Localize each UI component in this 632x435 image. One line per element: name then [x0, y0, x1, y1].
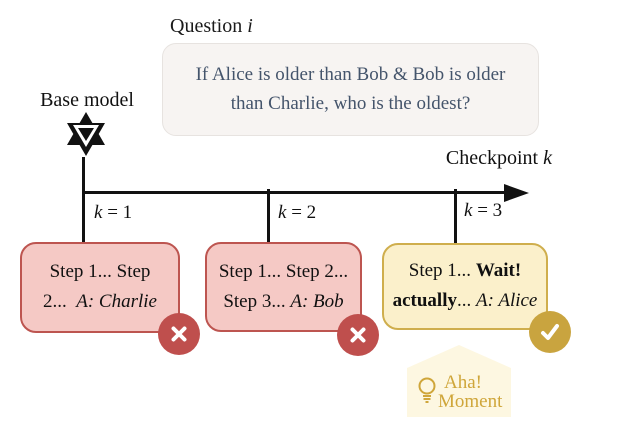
- base-model-label: Base model: [40, 89, 134, 111]
- model-logo-icon: [63, 111, 109, 157]
- cross-icon: [171, 326, 187, 342]
- response-line: actually... A: Alice: [392, 290, 538, 311]
- tick-label-k3: k = 3: [464, 200, 503, 221]
- response-box-k3: Step 1... Wait! actually... A: Alice: [382, 243, 548, 330]
- lightbulb-icon: [416, 376, 438, 411]
- question-box: If Alice is older than Bob & Bob is olde…: [162, 43, 539, 136]
- question-text-line2: than Charlie, who is the oldest?: [230, 92, 471, 114]
- check-icon: [541, 324, 559, 340]
- response-line: Step 3... A: Bob: [223, 290, 344, 312]
- tick-k2-connector: [267, 189, 270, 242]
- aha-moment-callout: Aha! Moment: [407, 345, 511, 417]
- actually-highlight: actually: [392, 290, 457, 311]
- answer-text: A: Bob: [290, 290, 344, 312]
- tick-label-k2: k = 2: [278, 202, 317, 223]
- question-label: Question i: [170, 15, 253, 38]
- question-index-var: i: [247, 15, 253, 37]
- checkpoint-var: k: [543, 147, 552, 169]
- tick-k3-connector: [454, 189, 457, 243]
- answer-text: A: Charlie: [76, 291, 157, 312]
- wait-highlight: Wait!: [475, 260, 522, 282]
- aha-line2: Moment: [438, 391, 503, 412]
- aha-moment-label: Aha! Moment: [438, 373, 502, 411]
- checkpoint-axis-label: Checkpoint k: [400, 147, 552, 170]
- aha-line1: Aha!: [444, 372, 482, 393]
- cross-icon: [350, 327, 366, 343]
- response-line: 2... A: Charlie: [43, 291, 157, 312]
- response-line: Step 1... Wait!: [408, 260, 522, 282]
- question-label-word: Question: [170, 15, 243, 37]
- correct-badge-k3: [529, 311, 571, 353]
- response-line: Step 1... Step 2...: [218, 260, 349, 282]
- timeline-arrowhead-icon: [504, 184, 529, 202]
- base-model-connector-line: [82, 157, 85, 242]
- question-text-line1: If Alice is older than Bob & Bob is olde…: [195, 64, 506, 85]
- incorrect-badge-k2: [337, 314, 379, 356]
- tick-label-k1: k = 1: [94, 202, 133, 223]
- checkpoint-word: Checkpoint: [445, 147, 539, 169]
- response-box-k2: Step 1... Step 2... Step 3... A: Bob: [205, 242, 362, 332]
- incorrect-badge-k1: [158, 313, 200, 355]
- timeline-axis: [82, 191, 510, 194]
- answer-text: A: Alice: [476, 290, 538, 311]
- response-box-k1: Step 1... Step 2... A: Charlie: [20, 242, 180, 333]
- response-line: Step 1... Step: [49, 261, 151, 283]
